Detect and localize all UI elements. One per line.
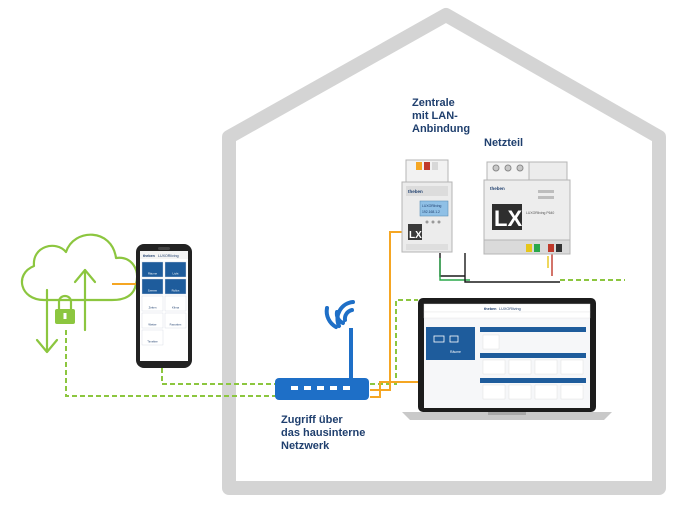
bus-cable	[439, 253, 625, 283]
laptop-tile	[534, 359, 558, 375]
laptop-tile	[560, 384, 584, 400]
phone-tile	[141, 329, 164, 346]
psu-brand: theben	[490, 186, 505, 191]
phone-tile	[164, 278, 187, 295]
psu-sub: LUXORliving P640	[526, 211, 554, 215]
laptop-tile	[534, 384, 558, 400]
laptop: theben LUXORliving Räume	[402, 298, 612, 420]
laptop-app: LUXORliving	[499, 307, 521, 311]
phone-app: LUXORliving	[158, 254, 179, 258]
lock-icon	[55, 294, 75, 324]
network-access-line1: Zugriff über	[281, 414, 343, 426]
network-access-label: Zugriff über das hausinterne Netzwerk	[281, 414, 365, 453]
laptop-tile	[508, 384, 532, 400]
arrow-up-icon	[73, 268, 97, 332]
phone-tile	[141, 278, 164, 295]
phone-tile	[141, 295, 164, 312]
phone-tile	[164, 261, 187, 278]
wifi-icon	[324, 300, 355, 329]
central-label-line3: Anbindung	[412, 123, 471, 135]
central-unit: theben LUXORliving 192.168.1.2 LX	[401, 159, 453, 253]
power-supply: theben LX LUXORliving P640	[483, 161, 571, 255]
phone-tile-label: Klima	[172, 306, 179, 310]
laptop-tile	[508, 359, 532, 375]
phone-tile-label: Räume	[148, 272, 157, 276]
central-label-line1: Zentrale	[412, 97, 455, 109]
lan-cable-green	[65, 299, 418, 397]
phone-tile-label: Wetter	[148, 323, 156, 327]
laptop-tile	[482, 359, 506, 375]
laptop-tile-row	[482, 359, 584, 375]
psu-label: Netzteil	[484, 137, 524, 149]
psu-mark: LX	[494, 206, 522, 231]
phone-tile-label: Rollos	[172, 289, 180, 293]
laptop-room: Räume	[450, 350, 461, 354]
phone-tile-label: Licht	[173, 272, 179, 276]
phone-tile	[141, 312, 164, 329]
arrow-down-icon	[35, 288, 59, 354]
phone-tile	[164, 312, 187, 329]
laptop-brand: theben	[484, 307, 497, 311]
phone-tile	[141, 261, 164, 278]
phone-tile-label: Szenen	[148, 289, 158, 293]
phone-tile-label: Zeiten	[149, 306, 157, 310]
laptop-tile	[560, 359, 584, 375]
network-access-line2: das hausinterne	[281, 427, 366, 439]
phone-tile	[164, 295, 187, 312]
central-label: Zentrale mit LAN- Anbindung	[412, 97, 470, 136]
house-outline	[222, 8, 666, 495]
central-brand: theben	[408, 189, 423, 194]
cloud-icon	[20, 233, 139, 302]
central-mark: LX	[409, 230, 422, 241]
central-display-line1: LUXORliving	[422, 204, 442, 208]
network-access-line3: Netzwerk	[281, 440, 330, 452]
phone-tile-label: Timeline	[147, 340, 158, 344]
laptop-tile	[482, 384, 506, 400]
phone-tile-label: Favoriten	[170, 323, 182, 327]
phone-brand: theben	[143, 254, 155, 258]
router	[275, 300, 369, 400]
central-label-line2: mit LAN-	[412, 110, 458, 122]
central-display-line2: 192.168.1.2	[422, 210, 440, 214]
laptop-tile-row	[482, 384, 584, 400]
